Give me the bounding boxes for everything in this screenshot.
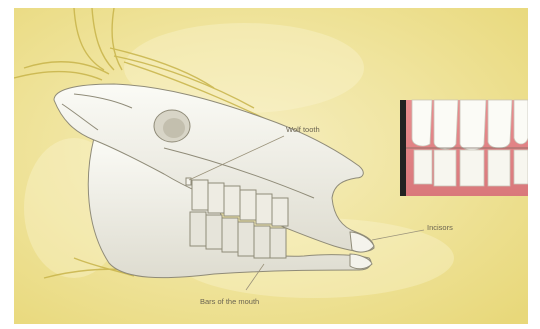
label-incisors: Incisors — [427, 223, 453, 232]
incisors-inset — [400, 100, 528, 196]
horse-skull-illustration: Wolf tooth Incisors Bars of the mouth — [14, 8, 528, 324]
label-bars-of-the-mouth: Bars of the mouth — [200, 297, 259, 306]
label-wolf-tooth: Wolf tooth — [286, 125, 320, 134]
